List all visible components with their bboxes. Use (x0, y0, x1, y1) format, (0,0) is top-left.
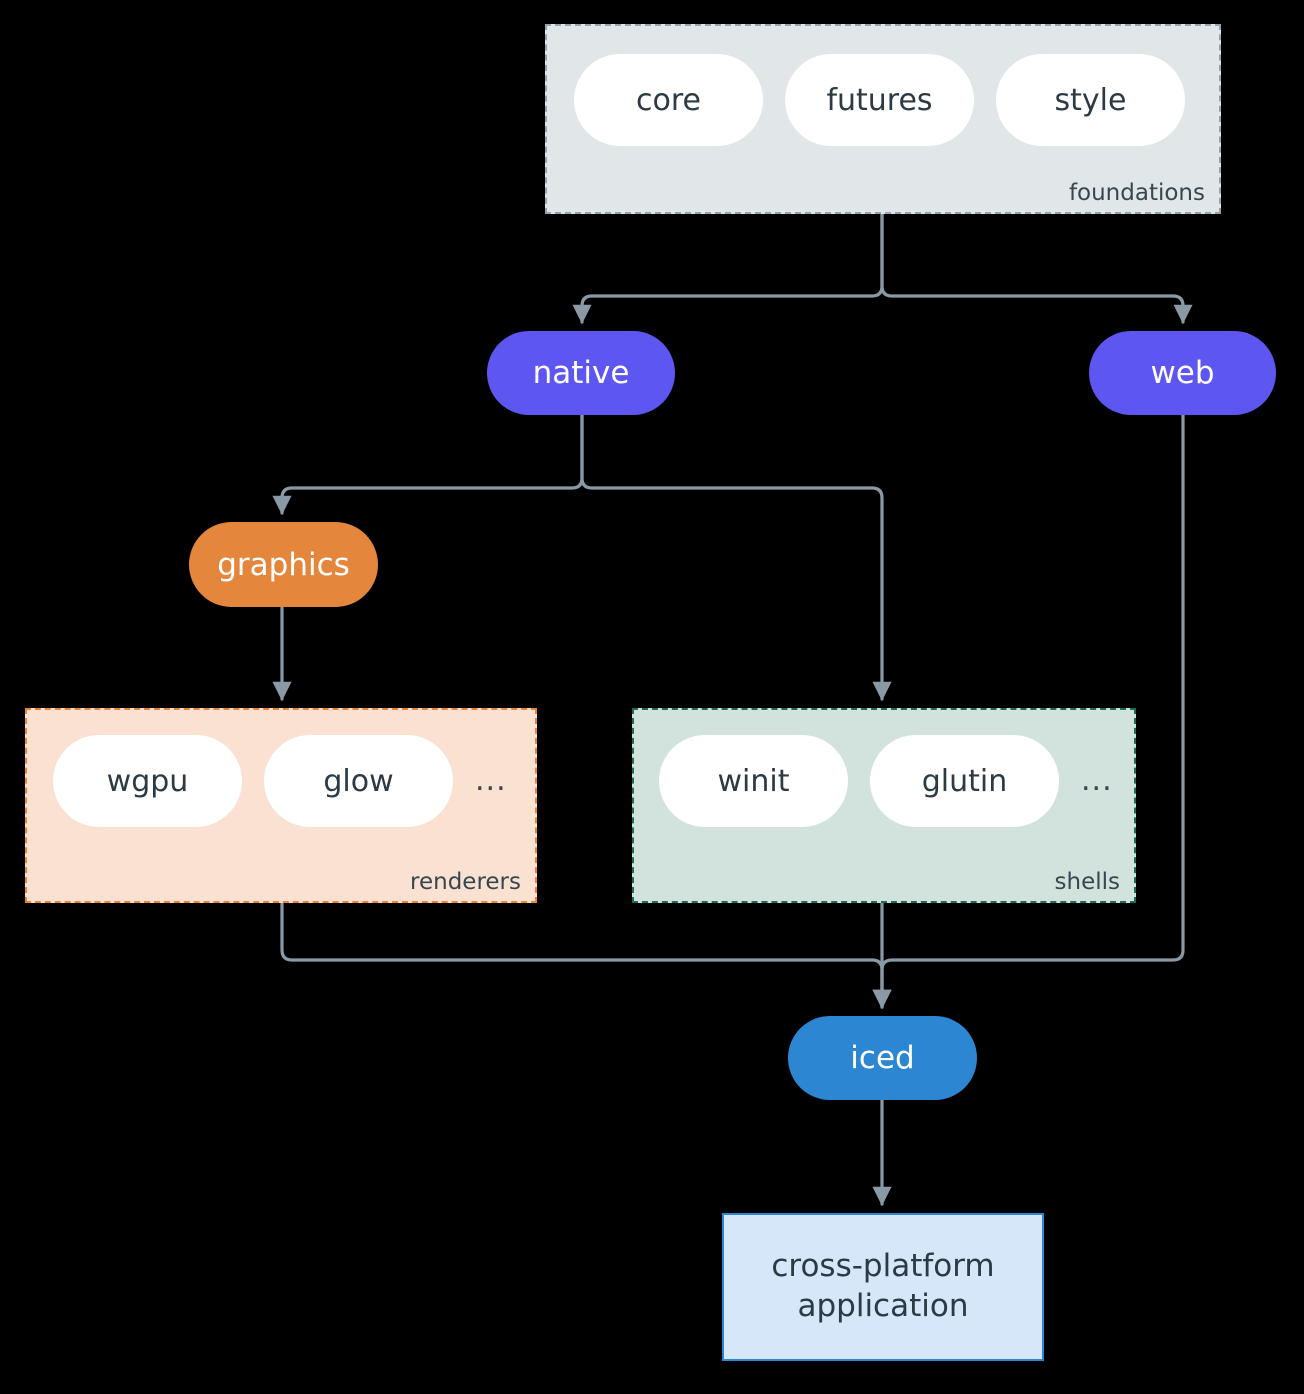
cluster-shells: winit glutin ... shells (632, 708, 1136, 903)
chip-winit[interactable]: winit (659, 735, 848, 827)
cluster-foundations-label: foundations (1068, 180, 1205, 206)
cluster-renderers: wgpu glow ... renderers (25, 708, 537, 903)
node-web[interactable]: web (1089, 331, 1276, 415)
node-native[interactable]: native (487, 331, 675, 415)
cluster-shells-chips: winit glutin ... (634, 735, 1134, 827)
cluster-shells-label: shells (1054, 869, 1120, 895)
cluster-foundations-chips: core futures style (547, 54, 1219, 146)
edge-native-graphics (272, 413, 584, 515)
edge-foundations-web (880, 212, 1193, 324)
chip-glutin[interactable]: glutin (870, 735, 1059, 827)
edge-foundations-native (572, 212, 884, 324)
cluster-renderers-label: renderers (410, 869, 521, 895)
chip-wgpu[interactable]: wgpu (53, 735, 242, 827)
edge-web-iced (872, 413, 1185, 1009)
node-iced[interactable]: iced (788, 1016, 977, 1100)
renderers-ellipsis: ... (475, 763, 507, 798)
shells-ellipsis: ... (1081, 763, 1113, 798)
node-cross-platform-application[interactable]: cross-platform application (722, 1213, 1044, 1361)
cluster-renderers-chips: wgpu glow ... (27, 735, 535, 827)
chip-futures[interactable]: futures (785, 54, 974, 146)
edge-native-shells (580, 413, 892, 701)
chip-style[interactable]: style (996, 54, 1185, 146)
edge-renderers-iced (280, 901, 892, 1009)
cluster-foundations: core futures style foundations (545, 24, 1221, 214)
chip-glow[interactable]: glow (264, 735, 453, 827)
node-graphics[interactable]: graphics (189, 522, 378, 607)
chip-core[interactable]: core (574, 54, 763, 146)
